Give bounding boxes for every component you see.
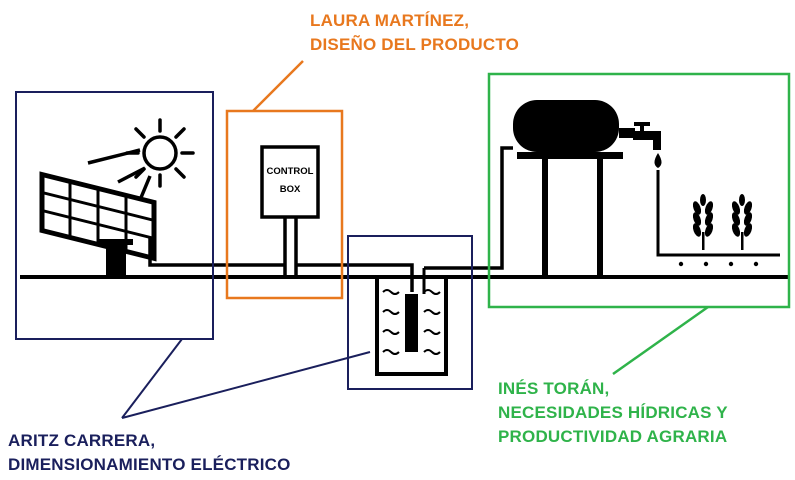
control-box-label-line2: BOX [280,184,301,195]
design-owner-label: LAURA MARTÍNEZ, DISEÑO DEL PRODUCTO [310,9,519,57]
design-owner-role: DISEÑO DEL PRODUCTO [310,35,520,54]
electrical-owner-label: ARITZ CARRERA, DIMENSIONAMIENTO ELÉCTRIC… [8,429,291,477]
wheat-icon [692,194,714,250]
design-owner-name: LAURA MARTÍNEZ, [310,11,470,30]
electrical-group-box [15,91,214,340]
water-owner-role-line2: PRODUCTIVIDAD AGRARIA [498,427,728,446]
design-callout-line [252,60,304,112]
water-owner-label: INÉS TORÁN, NECESIDADES HÍDRICAS Y PRODU… [498,377,728,449]
solar-panel-icon [39,171,157,275]
water-tank-icon [513,100,623,275]
water-pipe [424,146,513,270]
sun-ray-line [117,166,146,184]
pump-wire [296,263,414,292]
electrical-callout-line [121,338,183,419]
wheat-icon [731,194,753,250]
electrical-owner-name: ARITZ CARRERA, [8,431,156,450]
control-box-label-line1: CONTROL [267,166,314,177]
irrigation-drops [678,261,759,267]
faucet-icon [619,122,661,150]
irrigation-pipe [656,170,780,257]
electrical-owner-role: DIMENSIONAMIENTO ELÉCTRICO [8,455,291,474]
sun-icon [125,118,195,188]
well-pump-icon [375,268,448,376]
water-callout-line [612,305,709,376]
water-owner-name: INÉS TORÁN, [498,379,610,398]
sun-ray-line [87,148,141,165]
design-group-box [225,109,344,300]
power-wire [148,237,285,267]
water-group-box [487,72,791,309]
water-drop-icon [654,153,662,168]
control-box-icon: CONTROL BOX [260,145,320,275]
water-owner-role-line1: NECESIDADES HÍDRICAS Y [498,403,728,422]
well-callout-line [121,351,371,419]
well-group-box [347,235,473,390]
sun-ray-line [138,175,152,201]
